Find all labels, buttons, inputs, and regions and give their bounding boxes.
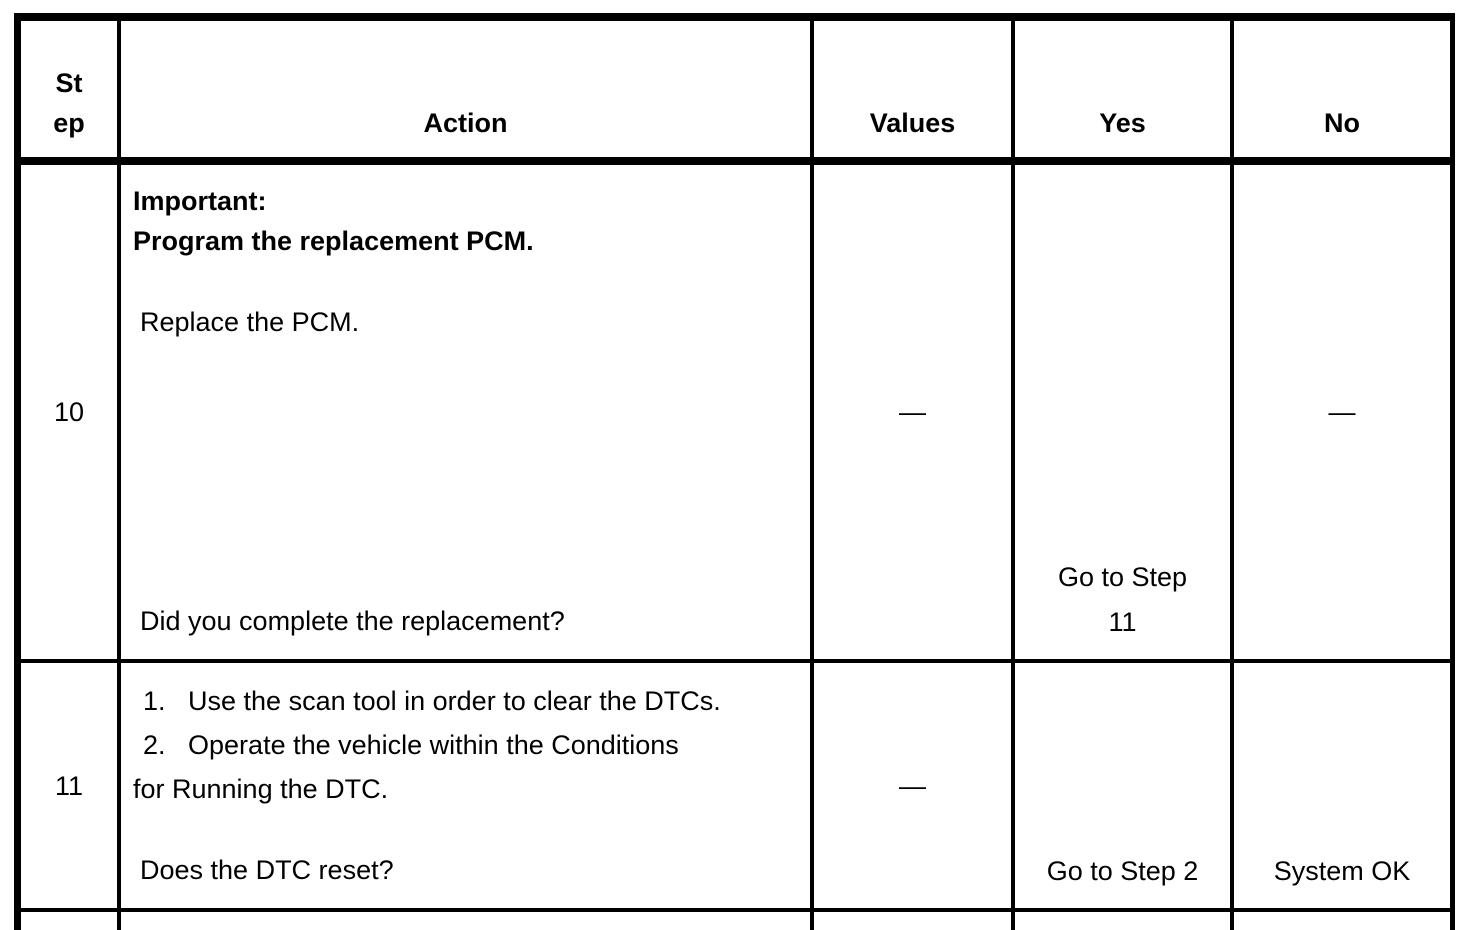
values-dash: — <box>899 770 926 801</box>
action-list-item-1: 1. Use the scan tool in order to clear t… <box>143 686 721 716</box>
step-11-no-cell: System OK <box>1234 663 1450 912</box>
vertical-spacer <box>133 342 798 601</box>
blank-line <box>133 261 798 302</box>
column-header-step: St ep <box>21 21 121 165</box>
step-11-yes-cell: Go to Step 2 <box>1015 663 1234 912</box>
step-10-yes-cell: Go to Step 11 <box>1015 165 1234 663</box>
no-answer: System OK <box>1273 856 1411 886</box>
diagnostic-steps-table: St ep Action Values Yes No 10 Important:… <box>14 13 1455 930</box>
action-question: Did you complete the replacement? <box>140 606 565 636</box>
column-header-values: Values <box>814 21 1015 165</box>
column-header-values-label: Values <box>869 108 956 138</box>
next-row-action-cell-partial <box>121 912 814 930</box>
column-header-action: Action <box>121 21 814 165</box>
step-10-number-cell: 10 <box>21 165 121 663</box>
values-dash: — <box>899 397 926 427</box>
step-11-values-cell: — <box>814 663 1015 912</box>
column-header-no: No <box>1234 21 1450 165</box>
column-header-action-label: Action <box>423 108 508 138</box>
yes-answer: Go to Step 11 <box>1057 562 1188 637</box>
action-instruction: Replace the PCM. <box>140 307 360 337</box>
action-list-item-2-continued: for Running the DTC. <box>133 774 389 804</box>
yes-answer: Go to Step 2 <box>1046 856 1199 886</box>
next-row-values-cell-partial <box>814 912 1015 930</box>
step-number: 11 <box>54 770 84 801</box>
column-header-yes: Yes <box>1015 21 1234 165</box>
next-row-no-cell-partial <box>1234 912 1450 930</box>
no-dash: — <box>1328 397 1356 427</box>
column-header-no-label: No <box>1324 108 1360 138</box>
column-header-yes-label: Yes <box>1099 108 1146 138</box>
next-row-yes-cell-partial <box>1015 912 1234 930</box>
column-header-step-label: St ep <box>53 68 85 138</box>
important-text: Program the replacement PCM. <box>133 226 534 256</box>
step-11-number-cell: 11 <box>21 663 121 912</box>
step-10-no-cell: — <box>1234 165 1450 663</box>
step-number: 10 <box>53 397 85 427</box>
step-10-action-cell: Important: Program the replacement PCM. … <box>121 165 814 663</box>
action-list-item-2: 2. Operate the vehicle within the Condit… <box>143 730 679 760</box>
step-11-action-cell: 1. Use the scan tool in order to clear t… <box>121 663 814 912</box>
vertical-spacer <box>133 811 798 848</box>
important-label: Important: <box>133 186 267 216</box>
step-10-values-cell: — <box>814 165 1015 663</box>
action-question: Does the DTC reset? <box>140 855 394 885</box>
next-row-step-cell-partial <box>21 912 121 930</box>
